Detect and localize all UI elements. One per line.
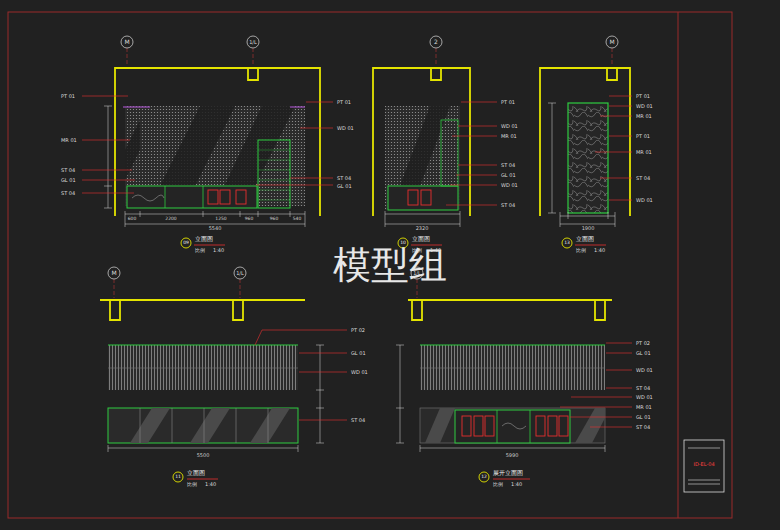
- callout-number: 10: [400, 241, 406, 246]
- material-tag: ST 04: [350, 418, 366, 423]
- material-tag: GL 01: [635, 351, 652, 356]
- scale-value: 1:40: [594, 248, 605, 253]
- scale-value: 1:40: [213, 248, 224, 253]
- grid-tag: 1/L: [413, 271, 421, 276]
- material-tag: PT 01: [336, 100, 352, 105]
- material-tag: PT 01: [60, 94, 76, 99]
- material-tag: PT 02: [635, 341, 651, 346]
- callout-number: 09: [183, 241, 189, 246]
- material-tag: GL 01: [350, 351, 367, 356]
- view-title: 展开立面图: [493, 470, 523, 476]
- material-tag: ST 04: [635, 176, 651, 181]
- scale-label: 比例: [493, 482, 503, 487]
- view-title: 立面图: [195, 236, 213, 242]
- material-tag: WD 01: [500, 124, 519, 129]
- material-tag: PT 01: [500, 100, 516, 105]
- scale-label: 比例: [412, 248, 422, 253]
- material-tag: ST 04: [60, 191, 76, 196]
- callout-number: 12: [481, 475, 487, 480]
- material-tag: MR 01: [635, 405, 653, 410]
- dimension: 5990: [505, 453, 520, 458]
- watermark: 模型组: [333, 246, 447, 284]
- material-tag: ST 04: [500, 163, 516, 168]
- grid-tag: M: [124, 39, 129, 45]
- view-title: 立面图: [412, 236, 430, 242]
- material-tag: ST 04: [635, 425, 651, 430]
- material-tag: MR 01: [60, 138, 78, 143]
- dimension: 5540: [208, 226, 223, 231]
- material-tag: ST 04: [60, 168, 76, 173]
- material-tag: PT 01: [635, 94, 651, 99]
- material-tag: WD 01: [500, 183, 519, 188]
- material-tag: WD 01: [635, 198, 654, 203]
- material-tag: GL 01: [500, 173, 517, 178]
- dimension: 5500: [196, 453, 211, 458]
- view-title: 立面图: [187, 470, 205, 476]
- grid-tag: M: [609, 39, 614, 45]
- material-tag: ST 04: [336, 176, 352, 181]
- material-tag: GL 01: [60, 178, 77, 183]
- material-tag: WD 01: [635, 395, 654, 400]
- material-tag: ST 04: [635, 386, 651, 391]
- material-tag: PT 02: [350, 328, 366, 333]
- material-tag: WD 01: [635, 368, 654, 373]
- material-tag: MR 01: [635, 150, 653, 155]
- scale-label: 比例: [195, 248, 205, 253]
- material-tag: ST 04: [500, 203, 516, 208]
- scale-value: 1:40: [430, 248, 441, 253]
- grid-tag: 2: [434, 39, 438, 45]
- grid-tag: 1/L: [249, 40, 257, 45]
- scale-value: 1:40: [205, 482, 216, 487]
- material-tag: GL 01: [635, 415, 652, 420]
- scale-label: 比例: [187, 482, 197, 487]
- dimension: 600: [127, 217, 138, 222]
- dimension: 960: [244, 217, 255, 222]
- drawing-number: ID-EL-04: [693, 462, 714, 467]
- material-tag: WD 01: [350, 370, 369, 375]
- material-tag: MR 01: [635, 114, 653, 119]
- callout-number: 11: [175, 475, 181, 480]
- material-tag: WD 01: [635, 104, 654, 109]
- dimension: 2320: [415, 226, 430, 231]
- scale-label: 比例: [576, 248, 586, 253]
- dimension: 2200: [164, 217, 177, 222]
- grid-tag: 1/L: [236, 271, 244, 276]
- dimension: 540: [292, 217, 303, 222]
- dimension: 1250: [214, 217, 227, 222]
- dimension: 1900: [581, 226, 596, 231]
- material-tag: WD 01: [336, 126, 355, 131]
- scale-value: 1:40: [511, 482, 522, 487]
- material-tag: PT 01: [635, 134, 651, 139]
- callout-number: 13: [564, 241, 570, 246]
- material-tag: GL 01: [336, 184, 353, 189]
- material-tag: MR 01: [500, 134, 518, 139]
- view-title: 立面图: [576, 236, 594, 242]
- dimension: 960: [269, 217, 280, 222]
- grid-tag: M: [111, 270, 116, 276]
